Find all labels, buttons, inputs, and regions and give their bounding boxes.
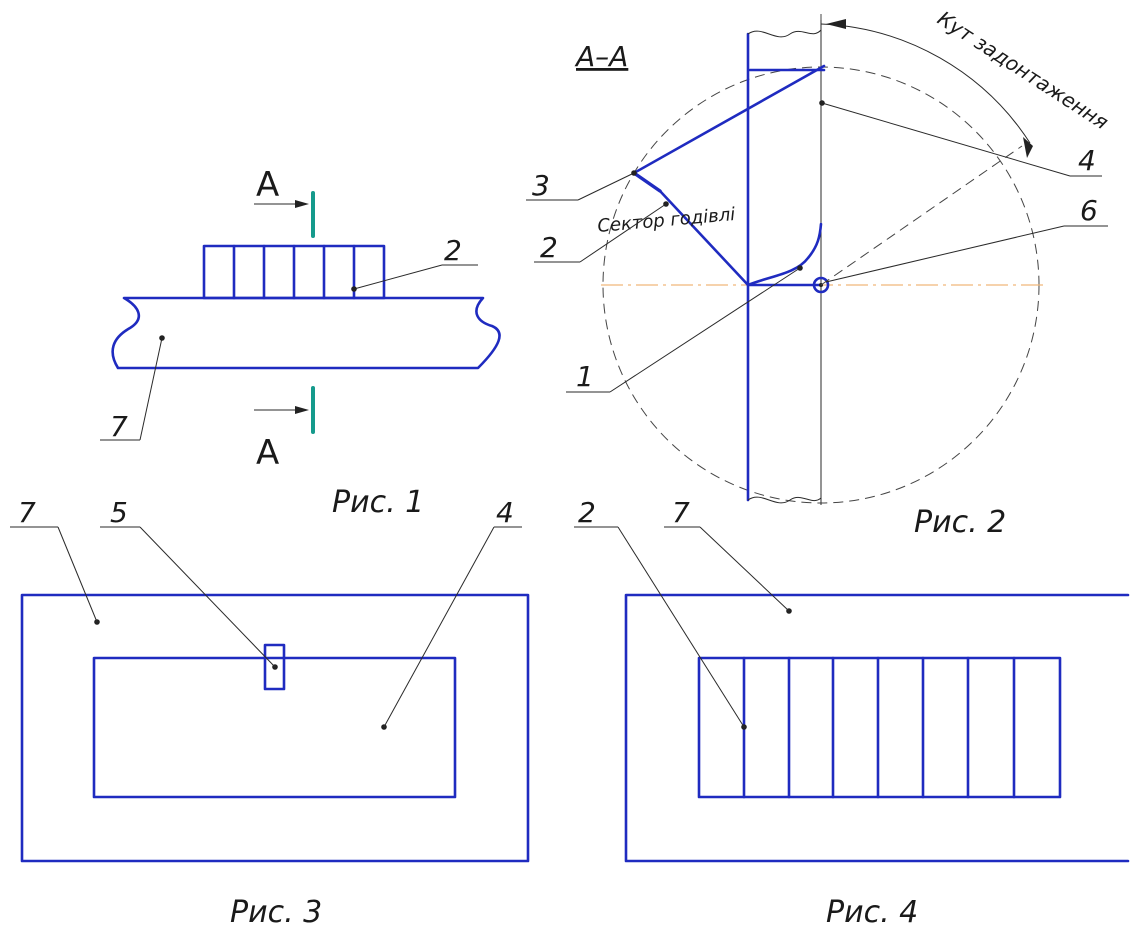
fig1-caption: Рис. 1 [332, 485, 424, 520]
fig2-shaft-break-top [747, 29, 822, 38]
fig1-comb-dividers [232, 244, 356, 300]
fig2-section-label: A–A [574, 40, 628, 73]
fig2-shaft-break-bottom [747, 496, 822, 504]
fig2-sector-label: Сектор годівлі [597, 204, 737, 237]
fig4-outer-frame [624, 593, 1130, 863]
fig4-callout-7: 7 [672, 496, 690, 529]
fig1-callout-2: 2 [444, 234, 462, 267]
fig1-base-body [111, 296, 501, 370]
fig2-callout-2: 2 [540, 231, 558, 264]
fig3-callout-5: 5 [110, 496, 128, 529]
fig2-center-hub [812, 276, 830, 294]
fig2-sector-curve [746, 222, 823, 287]
fig1-section-letter-bottom: A [256, 433, 279, 473]
fig2-caption: Рис. 2 [914, 505, 1006, 540]
fig2-callout-4: 4 [1078, 144, 1096, 177]
fig3-callout-7: 7 [18, 496, 36, 529]
fig2-arm-upper [632, 64, 826, 175]
fig2-arm-lower [632, 171, 662, 193]
fig4-caption: Рис. 4 [826, 895, 918, 930]
fig2-angle-arc [820, 23, 1031, 144]
fig3-caption: Рис. 3 [230, 895, 322, 930]
figure-4: 2 7 Рис. 4 [574, 496, 1130, 930]
fig2-callout-3: 3 [532, 169, 550, 202]
fig3-outer-frame [20, 593, 530, 863]
fig2-callout-1: 1 [576, 360, 594, 393]
figure-1: A A 2 7 Рис. 1 [100, 165, 501, 520]
figure-2: A–A Кут задонтаження Сектор годівлі [526, 6, 1113, 540]
fig4-comb-block [697, 656, 1062, 799]
fig4-callout-2: 2 [578, 496, 596, 529]
fig3-small-element [263, 643, 286, 691]
fig2-callout-6: 6 [1080, 194, 1098, 227]
fig4-comb-dividers [742, 656, 1016, 799]
figure-3: 7 5 4 Рис. 3 [10, 496, 530, 930]
fig1-callout-7: 7 [110, 410, 128, 443]
fig3-callout-4: 4 [496, 496, 514, 529]
fig1-section-letter-top: A [256, 165, 279, 205]
fig3-inner-frame [92, 656, 457, 799]
fig2-sector-edge [658, 189, 750, 287]
